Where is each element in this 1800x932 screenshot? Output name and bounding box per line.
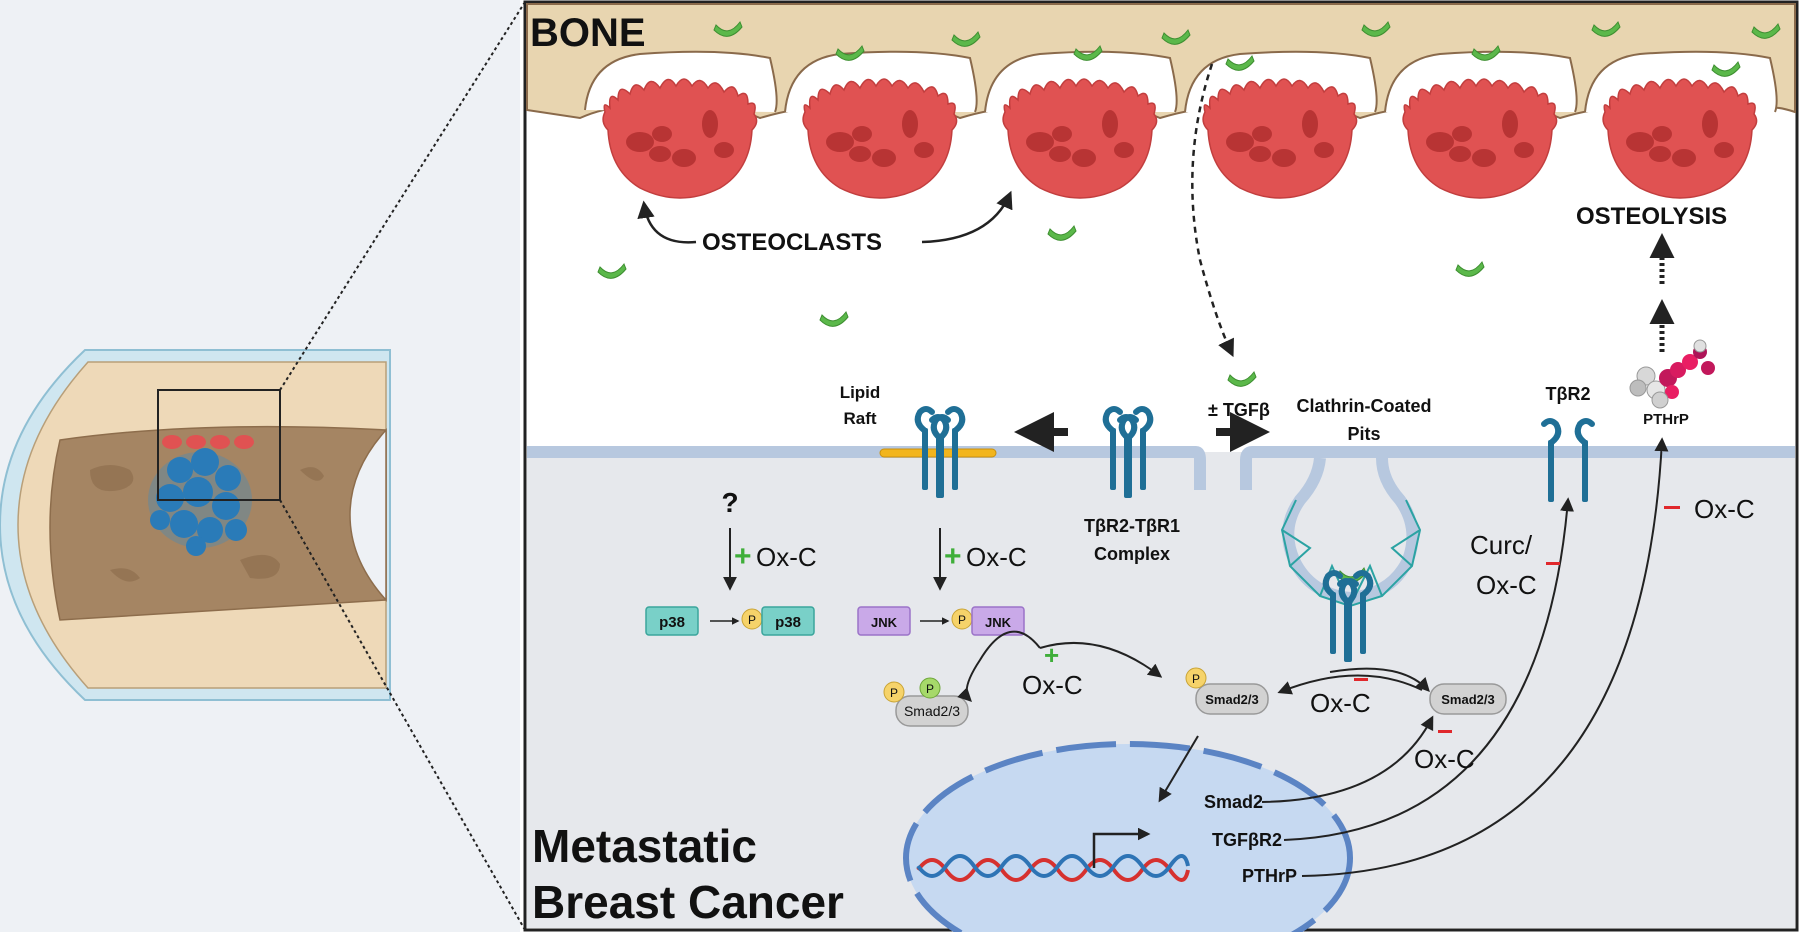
oxc-label: Ox-C	[1414, 744, 1475, 774]
lipid-raft-label-1: Lipid	[840, 383, 881, 402]
zoom-box	[157, 389, 281, 501]
smad23-label: Smad2/3	[904, 703, 960, 719]
jnk-label: JNK	[871, 615, 898, 630]
osteoclast-arrow-left	[637, 200, 697, 244]
bone-cross-section	[0, 0, 526, 932]
cell-membrane	[527, 446, 1795, 490]
minus-sign	[1664, 506, 1680, 509]
phosphate-label: P	[958, 613, 966, 627]
phosphate-label: P	[1192, 672, 1200, 686]
smad-linker-arrow	[957, 630, 1041, 702]
jnk-phospho-label: JNK	[985, 615, 1012, 630]
minus-sign	[1438, 730, 1452, 733]
pthrp-protein-label: PTHrP	[1643, 411, 1689, 428]
nucleus	[903, 741, 1353, 932]
phosphate	[883, 681, 905, 703]
plus-sign: +	[734, 540, 752, 573]
curc-label-1: Curc/	[1470, 530, 1533, 560]
transcription-start	[1092, 827, 1151, 868]
complex-label-1: TβR2-TβR1	[1084, 516, 1180, 536]
tgfb-release-arrow	[1191, 63, 1234, 358]
osteoclasts-label: OSTEOCLASTS	[702, 229, 882, 256]
p38-phospho-label: p38	[775, 614, 801, 631]
receptor-to-smad-arrow	[1329, 667, 1430, 693]
smad2-expression-arrow	[1261, 715, 1434, 803]
plus-sign: +	[944, 540, 962, 573]
p38-box	[645, 606, 699, 636]
zoom-line-top	[279, 1, 526, 391]
smad-phospho-arrow	[1277, 674, 1423, 695]
p38-label: p38	[659, 614, 685, 631]
clathrin-coated-pit	[1280, 457, 1422, 662]
smad23-label: Smad2/3	[1205, 692, 1258, 707]
smad23-label: Smad2/3	[1441, 692, 1494, 707]
complex-label-2: Complex	[1094, 544, 1170, 564]
jnk-phospho-box	[971, 606, 1025, 636]
bone-label: BONE	[530, 11, 646, 55]
curc-label-2: Ox-C	[1476, 570, 1537, 600]
minus-sign	[1354, 678, 1368, 681]
osteolysis-label: OSTEOLYSIS	[1576, 203, 1727, 230]
gene-tgfbr2: TGFβR2	[1212, 830, 1282, 850]
title-line-2: Breast Cancer	[532, 876, 844, 928]
title-line-1: Metastatic	[532, 820, 757, 872]
tbr2-label: TβR2	[1546, 384, 1591, 404]
smad-activation-arrow	[1039, 642, 1163, 678]
minus-sign	[1546, 562, 1560, 565]
p38-phospho-box	[761, 606, 815, 636]
tgfb-label: ± TGFβ	[1208, 400, 1270, 420]
plus-sign: +	[1044, 640, 1059, 670]
dna-helix	[916, 854, 1190, 882]
tgfbr2-expression-arrow	[1283, 497, 1575, 841]
smad23-unphospho	[1429, 683, 1507, 715]
p-smad23	[1195, 683, 1269, 715]
phosphate-label: P	[890, 686, 898, 700]
clathrin-label-1: Clathrin-Coated	[1297, 396, 1432, 416]
phosphate-linker	[919, 677, 941, 699]
phosphate-label: P	[748, 613, 756, 627]
phosphate	[1185, 667, 1207, 689]
oxc-label: Ox-C	[966, 542, 1027, 572]
pthrp-expression-arrow	[1301, 437, 1669, 877]
oxc-label: Ox-C	[1694, 494, 1755, 524]
unknown-mechanism: ?	[721, 487, 738, 518]
gene-pthrp: PTHrP	[1242, 866, 1297, 886]
psmad-nuclear-import	[1158, 735, 1199, 803]
clathrin-label-2: Pits	[1347, 424, 1380, 444]
pthrp-protein	[1629, 339, 1715, 409]
oxc-label: Ox-C	[1022, 670, 1083, 700]
mini-osteoclasts	[162, 435, 254, 449]
oxc-label: Ox-C	[1310, 688, 1371, 718]
gene-smad2: Smad2	[1204, 792, 1263, 812]
oxc-label: Ox-C	[756, 542, 817, 572]
zoom-line-bottom	[279, 499, 526, 931]
osteoclast-arrow-right	[921, 190, 1013, 244]
jnk-box	[857, 606, 911, 636]
phosphate-label: P	[926, 682, 934, 696]
lipid-raft-label-2: Raft	[843, 409, 876, 428]
